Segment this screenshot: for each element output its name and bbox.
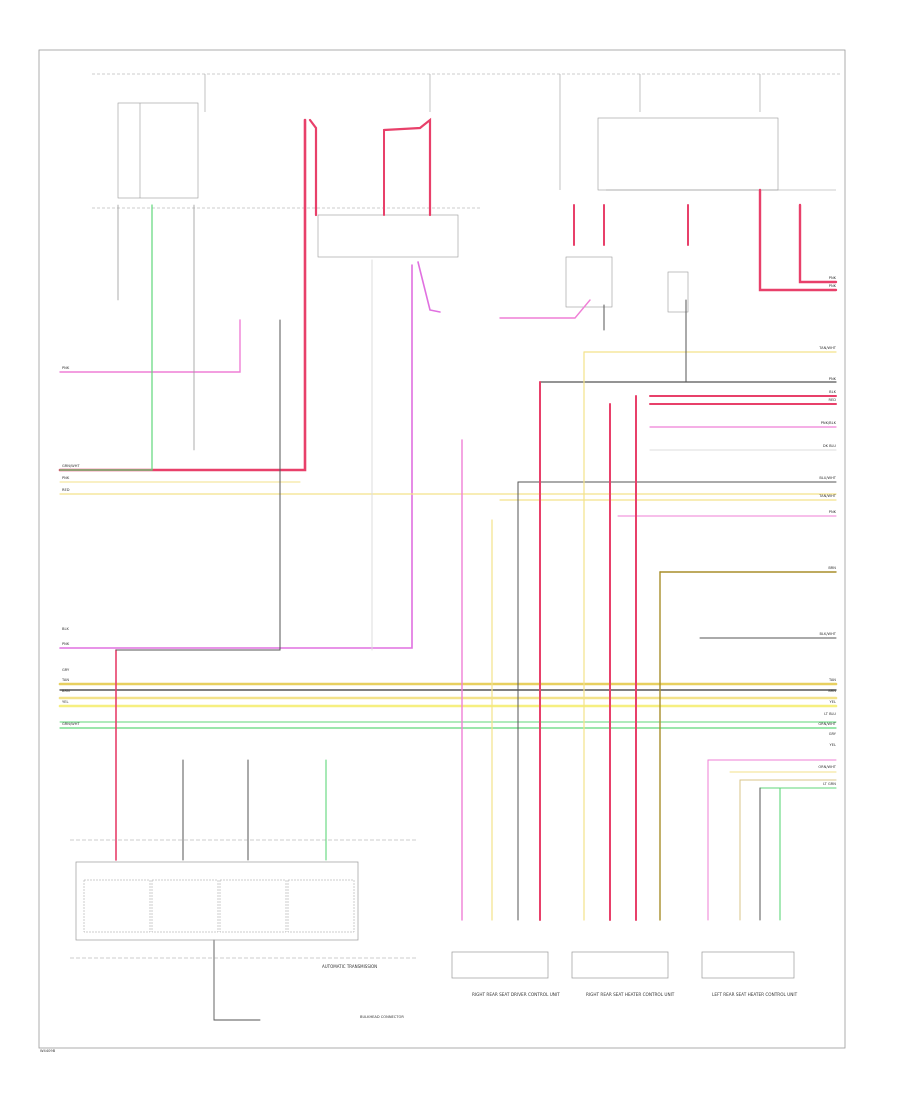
svg-text:LT GRN: LT GRN xyxy=(823,782,836,786)
svg-text:PNK/BLK: PNK/BLK xyxy=(821,421,837,425)
seat-switch-module xyxy=(667,271,689,313)
switch-module xyxy=(565,256,613,308)
svg-text:RED: RED xyxy=(828,398,836,402)
svg-text:LT BLU: LT BLU xyxy=(824,712,836,716)
svg-text:BRN: BRN xyxy=(62,689,70,693)
svg-text:BLK: BLK xyxy=(62,627,69,631)
bottom-module-2 xyxy=(571,951,669,979)
bottom-module-2-label: RIGHT REAR SEAT HEATER CONTROL UNIT xyxy=(586,992,675,997)
svg-text:TAN/WHT: TAN/WHT xyxy=(818,494,837,498)
right-wire-labels: PNK PNK TAN/WHT PNK BLK RED PNK/BLK DK B… xyxy=(818,276,837,786)
svg-text:GRY: GRY xyxy=(829,732,837,736)
svg-text:PNK: PNK xyxy=(62,476,70,480)
svg-text:BLK: BLK xyxy=(829,390,836,394)
bottom-module-3-label: LEFT REAR SEAT HEATER CONTROL UNIT xyxy=(712,992,798,997)
svg-text:PNK: PNK xyxy=(62,642,70,646)
fuse-block-top xyxy=(117,74,836,199)
svg-text:RED: RED xyxy=(62,488,70,492)
transmission-label: AUTOMATIC TRANSMISSION xyxy=(322,964,377,969)
diagram-frame xyxy=(38,49,846,1049)
trans-sub-2 xyxy=(151,879,219,933)
svg-text:TAN: TAN xyxy=(828,678,836,682)
relay-box-center xyxy=(317,214,459,258)
connector-label: BULKHEAD CONNECTOR xyxy=(360,1015,404,1019)
svg-text:PNK: PNK xyxy=(829,377,837,381)
svg-text:GRY: GRY xyxy=(62,668,70,672)
trans-sub-1 xyxy=(83,879,151,933)
svg-text:GRN/WHT: GRN/WHT xyxy=(62,722,80,726)
wires xyxy=(58,117,838,1021)
svg-text:BLK/WHT: BLK/WHT xyxy=(820,632,837,636)
trans-sub-3 xyxy=(219,879,287,933)
svg-text:YEL: YEL xyxy=(830,700,836,704)
svg-text:BRN: BRN xyxy=(828,566,836,570)
svg-text:PNK: PNK xyxy=(62,366,70,370)
svg-text:PNK: PNK xyxy=(829,510,837,514)
bottom-module-1 xyxy=(451,951,549,979)
svg-text:YEL: YEL xyxy=(830,743,836,747)
svg-text:PNK: PNK xyxy=(829,284,837,288)
svg-text:TAN: TAN xyxy=(61,678,69,682)
svg-text:PNK: PNK xyxy=(829,276,837,280)
bottom-module-3 xyxy=(701,951,795,979)
left-wire-labels: PNK GRN/WHT PNK RED BLK PNK GRY TAN BRN … xyxy=(61,366,80,726)
svg-text:GRN/WHT: GRN/WHT xyxy=(62,464,80,468)
footer-code: W4409B xyxy=(40,1049,56,1053)
svg-text:YEL: YEL xyxy=(62,700,68,704)
svg-text:DK BLU: DK BLU xyxy=(823,444,837,448)
svg-text:GRN/WHT: GRN/WHT xyxy=(818,722,836,726)
trans-sub-4 xyxy=(287,879,355,933)
bottom-module-1-label: RIGHT REAR SEAT DRIVER CONTROL UNIT xyxy=(472,992,560,997)
svg-text:BRN: BRN xyxy=(828,689,836,693)
svg-text:ORN/WHT: ORN/WHT xyxy=(818,765,836,769)
svg-text:BLU/WHT: BLU/WHT xyxy=(819,476,836,480)
transmission-box xyxy=(75,861,359,941)
svg-text:TAN/WHT: TAN/WHT xyxy=(818,346,837,350)
